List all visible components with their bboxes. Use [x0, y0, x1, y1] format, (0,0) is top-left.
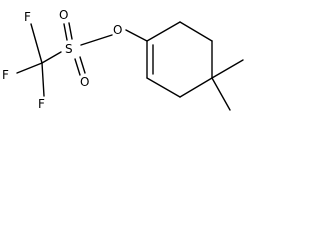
bond-s-o-top-a — [63, 23, 68, 41]
bond-c-s — [41, 51, 62, 64]
bond-c4-methyl-down — [211, 77, 231, 111]
atom-f-top: F — [24, 10, 31, 24]
bond-s-o-bottom-a — [74, 58, 81, 76]
bond-o-c1 — [125, 29, 148, 42]
atom-f-left: F — [2, 68, 9, 82]
bond-c6-c5 — [179, 21, 213, 42]
atom-o-sulfonyl-bottom: O — [80, 75, 89, 89]
bond-s-o-ester — [80, 34, 113, 46]
chemical-structure: F F F S O O O — [2, 8, 244, 111]
bond-s-o-bottom-b — [79, 56, 86, 74]
bonds — [16, 21, 244, 111]
bond-c-f-left — [16, 62, 43, 74]
atom-o-sulfonyl-top: O — [59, 8, 68, 22]
atom-labels: F F F S O O O — [2, 8, 122, 111]
atom-s: S — [65, 42, 73, 56]
bond-c1-c6 — [146, 21, 181, 42]
bond-c-f-bottom — [41, 62, 45, 97]
bond-c4-c3 — [179, 77, 213, 98]
bond-c3-c2 — [146, 77, 181, 98]
bond-s-o-top-b — [68, 22, 73, 40]
bond-c4-methyl-up — [211, 59, 244, 79]
atom-f-bottom: F — [38, 97, 45, 111]
atom-o-ester: O — [113, 23, 122, 37]
bond-c-f-top — [30, 23, 43, 64]
